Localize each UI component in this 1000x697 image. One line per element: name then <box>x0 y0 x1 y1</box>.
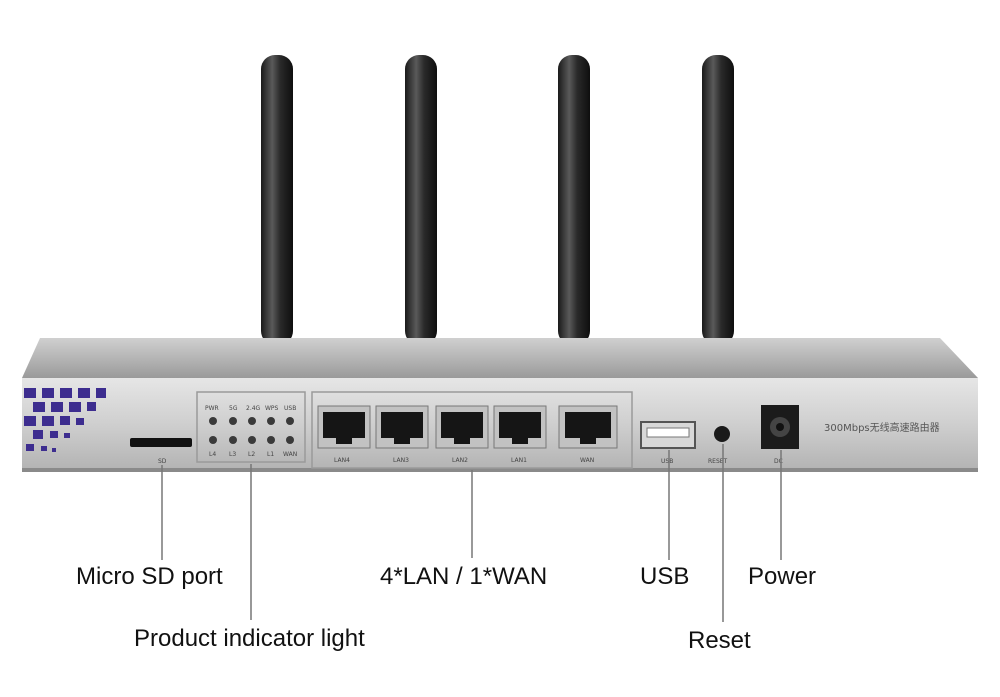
led-label-pwr: PWR <box>205 405 219 412</box>
led-label-usb: USB <box>284 405 296 412</box>
port-lan2 <box>435 405 489 449</box>
port-wan <box>558 405 618 449</box>
callout-lan-wan: 4*LAN / 1*WAN <box>380 563 548 590</box>
led-label-l1: L1 <box>267 451 274 458</box>
indicator-lights <box>209 417 294 444</box>
led-label-5g: 5G <box>229 405 238 412</box>
logo-pattern <box>24 388 106 452</box>
reset-button <box>714 426 730 442</box>
port-label-lan2: LAN2 <box>452 457 468 464</box>
antenna-1 <box>261 55 293 345</box>
callout-micro-sd: Micro SD port <box>76 563 223 590</box>
usb-port-label: USB <box>661 458 673 465</box>
antennas <box>261 55 734 345</box>
model-text: 300Mbps无线高速路由器 <box>824 421 940 434</box>
port-label-wan: WAN <box>580 457 594 464</box>
callout-lines <box>161 444 782 622</box>
antenna-3 <box>558 55 590 345</box>
power-port-label: DC <box>774 458 783 465</box>
sd-slot <box>130 438 192 447</box>
callout-indicator-light: Product indicator light <box>134 625 365 652</box>
sd-port-label: SD <box>158 458 167 465</box>
led-label-wps: WPS <box>265 405 279 412</box>
callout-reset: Reset <box>688 627 751 654</box>
port-label-lan4: LAN4 <box>334 457 350 464</box>
callout-power: Power <box>748 563 817 590</box>
router-top <box>22 338 978 378</box>
port-lan3 <box>375 405 429 449</box>
usb-port <box>640 421 696 449</box>
led-label-l4: L4 <box>209 451 216 458</box>
port-label-lan1: LAN1 <box>511 457 527 464</box>
led-label-l3: L3 <box>229 451 236 458</box>
power-jack <box>761 405 799 449</box>
callout-usb: USB <box>640 563 690 590</box>
port-lan4 <box>317 405 371 449</box>
port-panel <box>311 391 633 469</box>
ethernet-ports <box>317 405 618 449</box>
antenna-2 <box>405 55 437 345</box>
port-label-lan3: LAN3 <box>393 457 409 464</box>
led-label-l2: L2 <box>248 451 255 458</box>
port-lan1 <box>493 405 547 449</box>
reset-port-label: RESET <box>708 458 728 465</box>
antenna-4 <box>702 55 734 345</box>
led-label-24g: 2.4G <box>246 405 261 412</box>
indicator-panel <box>196 391 306 463</box>
led-label-wan: WAN <box>283 451 297 458</box>
